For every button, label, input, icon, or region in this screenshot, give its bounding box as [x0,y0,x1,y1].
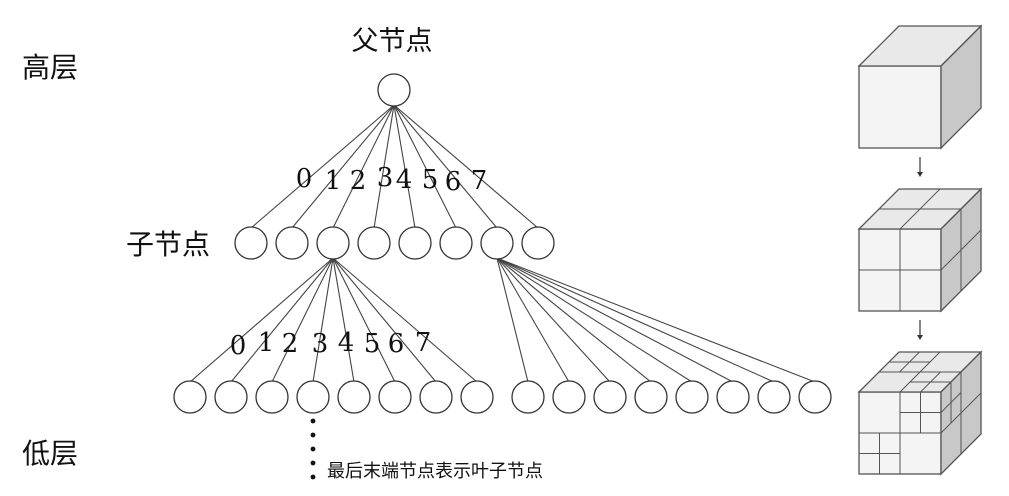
edge-root-child-6 [393,104,498,229]
level2-index-4: 4 [338,328,355,358]
cube-subdivision-line [940,392,962,413]
edge-child6-leaf-2 [496,257,611,383]
child-node-2 [316,226,350,260]
edge-root-child-4 [393,104,416,229]
level2-index-5: 5 [364,329,381,359]
edge-child2-leaf-4 [332,257,355,383]
edge-child6-leaf-5 [496,257,734,383]
edge-child2-leaf-0 [189,257,334,383]
leaf-node-right-0 [511,380,545,414]
edge-child2-leaf-7 [332,257,478,383]
edge-root-child-3 [373,104,395,229]
level1-index-1: 1 [325,166,342,196]
down-arrow-icon [917,335,923,340]
root-node [377,73,411,107]
leaf-node-left-1 [214,380,248,414]
edge-child6-leaf-1 [496,257,570,383]
level2-index-2: 2 [282,329,299,359]
cube-side-face [940,24,982,150]
edge-child2-leaf-2 [271,257,334,383]
down-arrow-icon [917,172,923,177]
tree-edges [189,104,816,383]
edge-root-child-5 [393,104,457,229]
leaf-node-left-6 [419,380,453,414]
leaf-node-left-2 [255,380,289,414]
leaf-node-right-5 [716,380,750,414]
leaf-node-right-2 [593,380,627,414]
level2-index-0: 0 [230,331,247,361]
edge-child2-leaf-5 [332,257,396,383]
tree-nodes [173,73,832,414]
level1-index-2: 2 [350,166,367,196]
cube-front-face [858,65,942,149]
child-node-0 [234,226,268,260]
leaf-node-left-5 [378,380,412,414]
edge-root-child-2 [332,104,395,229]
level1-index-3: 3 [377,163,394,193]
high-layer-label: 高层 [22,51,78,84]
leaf-node-left-0 [173,380,207,414]
edge-child6-leaf-6 [496,257,775,383]
octree-cube-2 [857,350,983,476]
ellipsis-dot [310,460,316,466]
ellipsis-dots [310,418,316,480]
child-node-6 [480,226,514,260]
leaf-node-right-7 [798,380,832,414]
parent-node-label: 父节点 [352,26,433,57]
child-node-label: 子节点 [126,228,210,261]
leaf-note-label: 最后末端节点表示叶子节点 [327,461,543,482]
ellipsis-dot [310,432,316,438]
level1-index-5: 5 [422,165,439,195]
level1-index-0: 0 [296,164,313,194]
octree-cube-1 [857,187,983,313]
child-node-5 [439,226,473,260]
child-node-1 [275,226,309,260]
leaf-node-right-3 [634,380,668,414]
ellipsis-dot [310,418,316,424]
cube-subdivision-line [940,392,982,434]
leaf-node-left-3 [296,380,330,414]
edge-root-child-7 [393,104,539,229]
octree-cube-0 [857,24,983,150]
child-node-4 [398,226,432,260]
level1-index-4: 4 [396,165,413,195]
edge-child6-leaf-4 [496,257,693,383]
edge-child6-leaf-3 [496,257,652,383]
leaf-node-right-1 [552,380,586,414]
edge-child2-leaf-1 [230,257,334,383]
level2-index-1: 1 [258,328,275,358]
leaf-node-left-4 [337,380,371,414]
edge-root-child-1 [291,104,395,229]
leaf-node-left-7 [460,380,494,414]
child-node-7 [521,226,555,260]
level2-index-6: 6 [388,329,405,359]
edge-child2-leaf-6 [332,257,437,383]
leaf-node-right-6 [757,380,791,414]
edge-child6-leaf-7 [496,257,816,383]
edge-root-child-0 [250,104,395,229]
octree-cubes [857,24,983,476]
leaf-node-right-4 [675,380,709,414]
cube-subdivision-line [940,229,982,271]
level2-index-7: 7 [415,328,432,358]
level2-index-3: 3 [312,329,329,359]
level1-index-7: 7 [471,166,488,196]
ellipsis-dot [310,446,316,452]
child-node-3 [357,226,391,260]
edge-child2-leaf-3 [312,257,334,383]
low-layer-label: 低层 [22,437,78,470]
ellipsis-dot [310,474,316,480]
edge-child6-leaf-0 [496,257,529,383]
level1-index-6: 6 [445,167,462,197]
